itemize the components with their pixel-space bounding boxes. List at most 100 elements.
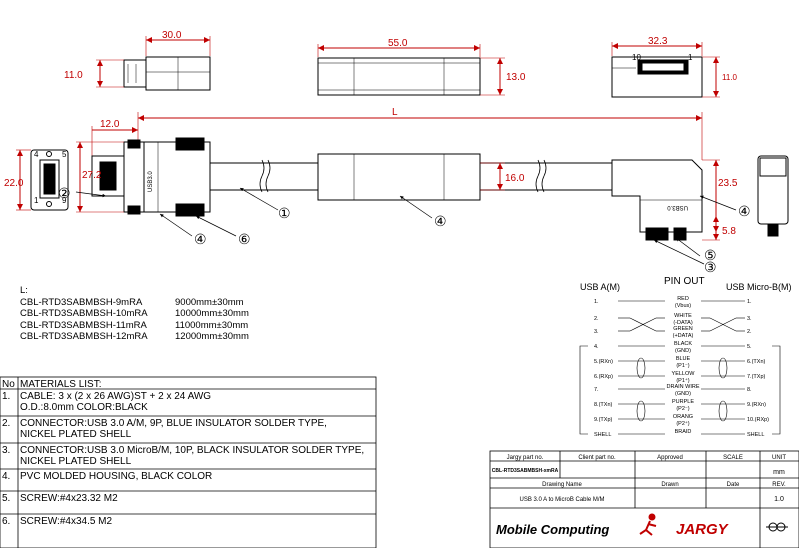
pinout-wire-color: RED (677, 296, 689, 302)
tb-brand-jargy: JARGY (676, 521, 730, 538)
tb-brand-mobile-computing: Mobile Computing (496, 522, 609, 537)
length-item: CBL-RTD3SABMBSH-11mRA 11000mm±30mm (20, 320, 249, 332)
length-part-number: CBL-RTD3SABMBSH-11mRA (20, 319, 147, 331)
usb-a-front-face (30, 149, 69, 211)
dim-30: 30.0 (162, 30, 182, 41)
length-value: 10000mm±30mm (175, 308, 249, 319)
length-part-number: CBL-RTD3SABMBSH-12mRA (20, 331, 148, 342)
pinout-right-pin: 5. (747, 344, 752, 350)
pinout-left-pin: 2. (594, 316, 599, 322)
materials-table-grid (0, 376, 377, 548)
tb-client-pn-label: Client part no. (578, 455, 616, 461)
dim-L: L (392, 107, 398, 118)
pinout-right-pin: 3. (747, 316, 752, 322)
tb-scale-label: SCALE (723, 455, 743, 461)
callout-6: ⑥ (238, 231, 251, 247)
pinout-left-pin: 8.(TXn) (594, 402, 613, 408)
pinout-wire-signal: (+DATA) (673, 333, 694, 339)
dim-32: 32.3 (648, 36, 668, 47)
pinout-crossover (629, 317, 657, 332)
pinout-wire-color: BLACK (674, 341, 692, 347)
material-number: 3. (2, 445, 11, 456)
pinout-wire-signal: (P2⁻) (676, 406, 689, 412)
logo-icon (766, 522, 788, 532)
usb-a-side (91, 137, 211, 217)
tb-date-label: Date (727, 482, 740, 488)
dim-13: 13.0 (506, 72, 526, 83)
title-block-grid (489, 450, 799, 548)
material-number: 2. (2, 418, 11, 429)
pinout-left-header: USB A(M) (580, 282, 620, 292)
pinout-right-pin: 7.(TXp) (747, 374, 766, 380)
twisted-pair-mark (636, 400, 646, 422)
runner-icon (639, 513, 657, 536)
pinout-left-pin: 5.(RXn) (594, 359, 613, 365)
tb-rev-label: REV. (772, 482, 786, 488)
pin-1-label: 1 (34, 196, 39, 205)
material-description: CABLE: 3 x (2 x 26 AWG)ST + 2 x 24 AWG O… (20, 391, 212, 413)
tb-unit-label: UNIT (772, 455, 786, 461)
material-number: 6. (2, 516, 11, 527)
dim-5-8: 5.8 (722, 226, 736, 237)
material-description: PVC MOLDED HOUSING, BLACK COLOR (20, 471, 213, 482)
callout-3: ③ (704, 259, 717, 275)
twisted-pair-mark (718, 357, 728, 379)
pinout-left-pin: 9.(TXp) (594, 417, 613, 423)
pinout-crossover (709, 317, 737, 332)
pinout-wire-signal: (P1⁻) (676, 363, 689, 369)
length-value: 12000mm±30mm (175, 331, 249, 342)
tb-approved-label: Approved (657, 455, 683, 461)
pinout-wire-signal: (-DATA) (673, 320, 693, 326)
top-view-usb-a (123, 56, 211, 91)
pinout-right-pin: 1. (747, 299, 752, 305)
callout-2: ② (58, 185, 71, 201)
length-item: CBL-RTD3SABMBSH-12mRA 12000mm±30mm (20, 331, 249, 343)
dim-16: 16.0 (505, 173, 525, 184)
pinout-right-pin: 8. (747, 387, 752, 393)
length-heading: L: (20, 285, 28, 296)
material-description: SCREW:#4x34.5 M2 (20, 516, 113, 527)
pinout-wire-color: DRAIN WIRE (667, 384, 700, 390)
material-number: 5. (2, 493, 11, 504)
cable (210, 153, 612, 201)
pinout-right-header: USB Micro-B(M) (726, 282, 792, 292)
pinout-left-pin: SHELL (594, 432, 611, 438)
pinout-right-pin: 2. (747, 329, 752, 335)
tb-rev: 1.0 (774, 496, 784, 503)
pinout-diagram: 1.1.RED(Vbus)2.3.WHITE(-DATA)3.2.GREEN(+… (579, 296, 781, 438)
callout-4-right: ④ (738, 203, 751, 219)
pinout-wire-color: BRAID (675, 429, 692, 435)
length-part-number: CBL-RTD3SABMBSH-9mRA (20, 296, 143, 308)
tb-jargy-pn-label: Jargy part no. (507, 455, 544, 461)
pin-10-label: 10 (632, 53, 641, 62)
dim-55: 55.0 (388, 38, 408, 49)
materials-header-title: MATERIALS LIST: (20, 379, 102, 390)
dim-22: 22.0 (4, 178, 24, 189)
micro-b-end-view (757, 155, 789, 237)
tb-drawing-name-label: Drawing Name (542, 482, 582, 488)
length-value: 11000mm±30mm (175, 319, 249, 331)
pinout-wire-color: GREEN (673, 326, 693, 332)
pinout-left-pin: 3. (594, 329, 599, 335)
pinout-wire-color: WHITE (674, 313, 692, 319)
tb-jargy-pn: CBL-RTD3SABMBSH-xmRA (492, 468, 559, 474)
material-number: 1. (2, 391, 11, 402)
callout-4-left: ④ (194, 231, 207, 247)
dim-11-left: 11.0 (64, 70, 83, 81)
pinout-wire-signal: (P2⁺) (676, 420, 689, 427)
micro-b-side (611, 159, 703, 241)
pinout-wire-signal: (P1⁺) (676, 377, 689, 384)
length-value: 9000mm±30mm (175, 296, 244, 308)
pinout-wire-signal: (GND) (675, 348, 691, 354)
pinout-wire-color: YELLOW (672, 371, 696, 377)
pinout-shield-bracket (772, 345, 781, 435)
micro-b-mark: USB3.0 (667, 204, 688, 210)
pinout-left-pin: 1. (594, 299, 599, 305)
pinout-left-pin: 4. (594, 344, 599, 350)
pinout-title: PIN OUT (664, 276, 705, 287)
pin-5-label: 5 (62, 150, 67, 159)
